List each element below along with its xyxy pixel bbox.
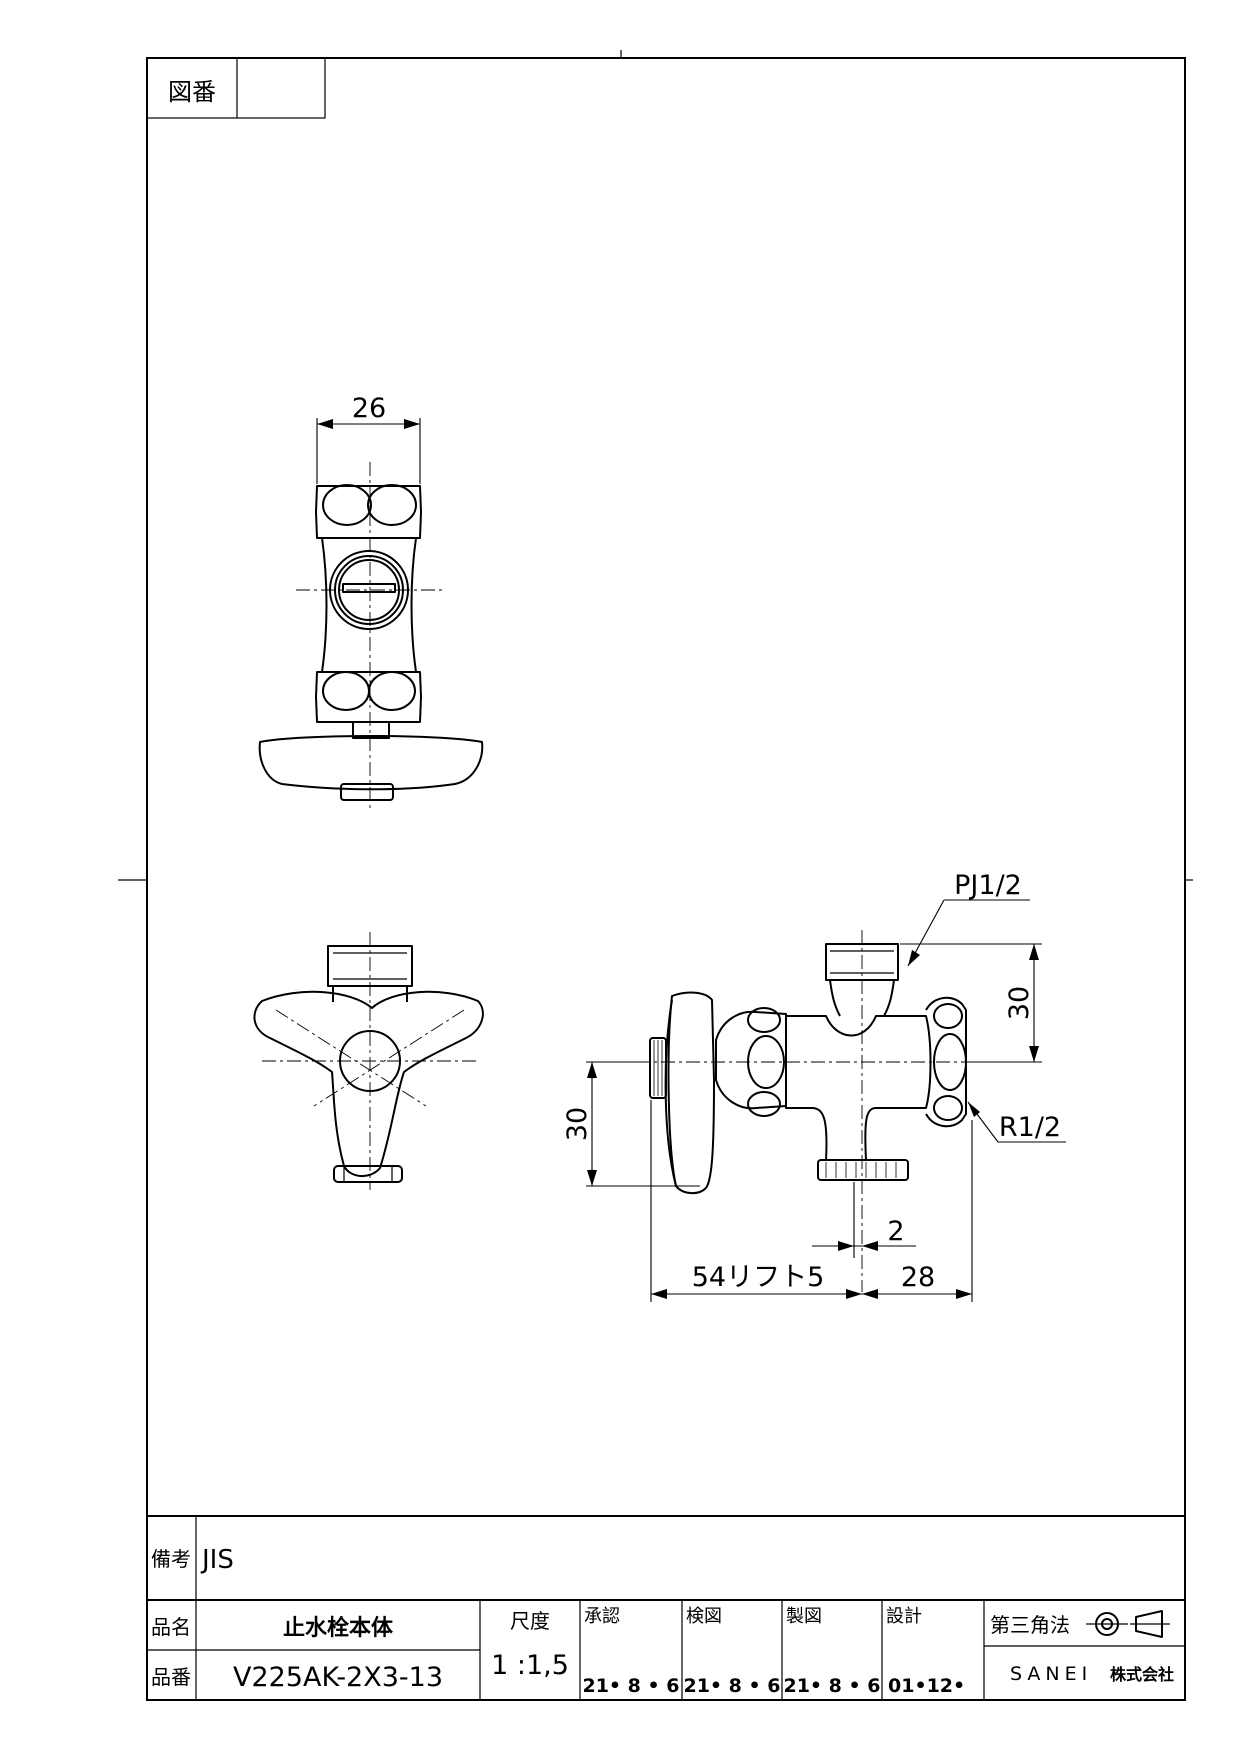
part-number-label: 品番 (151, 1665, 191, 1689)
drafted-date: 21• 8 • 6 (783, 1675, 880, 1697)
title-block: 備考 JIS 品名 止水栓本体 品番 V225AK-2X3-13 尺度 1 :1… (147, 1515, 1185, 1700)
checked-label: 検図 (686, 1606, 722, 1627)
dimension-height-right: 30 (900, 943, 1042, 1063)
designed-date: 01•12• (888, 1675, 965, 1697)
drawing-frame (146, 57, 1186, 1701)
height-right-text: 30 (1004, 986, 1035, 1020)
pipe-thread-top-text: PJ1/2 (954, 870, 1022, 901)
remarks-label: 備考 (151, 1547, 191, 1571)
dimension-thread-right: R1/2 (967, 1101, 1066, 1143)
drafted-label: 製図 (786, 1606, 822, 1627)
side-view (586, 930, 990, 1292)
drawing-number-label: 図番 (168, 78, 216, 106)
thread-right-text: R1/2 (999, 1112, 1061, 1143)
height-left-text: 30 (562, 1107, 593, 1141)
dimension-offset-small: 2 (812, 1182, 916, 1258)
designed-label: 設計 (886, 1606, 922, 1627)
top-view (258, 462, 484, 810)
scale-label: 尺度 (510, 1609, 550, 1633)
dimension-pipe-thread-top: PJ1/2 (907, 870, 1030, 967)
part-name-label: 品名 (151, 1615, 191, 1639)
approved-label: 承認 (584, 1606, 620, 1627)
part-number-value: V225AK-2X3-13 (233, 1662, 443, 1693)
front-view (253, 932, 484, 1190)
dimension-top-width-text: 26 (352, 393, 386, 424)
dimension-top-width: 26 (316, 393, 421, 484)
company-name: SANEI (1010, 1663, 1092, 1685)
projection-label: 第三角法 (990, 1613, 1070, 1637)
part-name-value: 止水栓本体 (283, 1616, 394, 1641)
remarks-value: JIS (200, 1545, 234, 1575)
approved-date: 21• 8 • 6 (582, 1675, 679, 1697)
dimension-height-left: 30 (562, 1061, 700, 1187)
length-lift-text: 54リフト5 (692, 1262, 825, 1293)
length-right-text: 28 (901, 1262, 935, 1293)
drawing-number-box: 図番 (146, 57, 326, 119)
scale-value: 1 :1,5 (491, 1650, 569, 1681)
company-suffix: 株式会社 (1110, 1665, 1174, 1684)
checked-date: 21• 8 • 6 (683, 1675, 780, 1697)
third-angle-projection-icon (1086, 1610, 1170, 1638)
offset-small-text: 2 (887, 1216, 904, 1247)
dimension-lengths: 54リフト5 28 (650, 1100, 973, 1302)
